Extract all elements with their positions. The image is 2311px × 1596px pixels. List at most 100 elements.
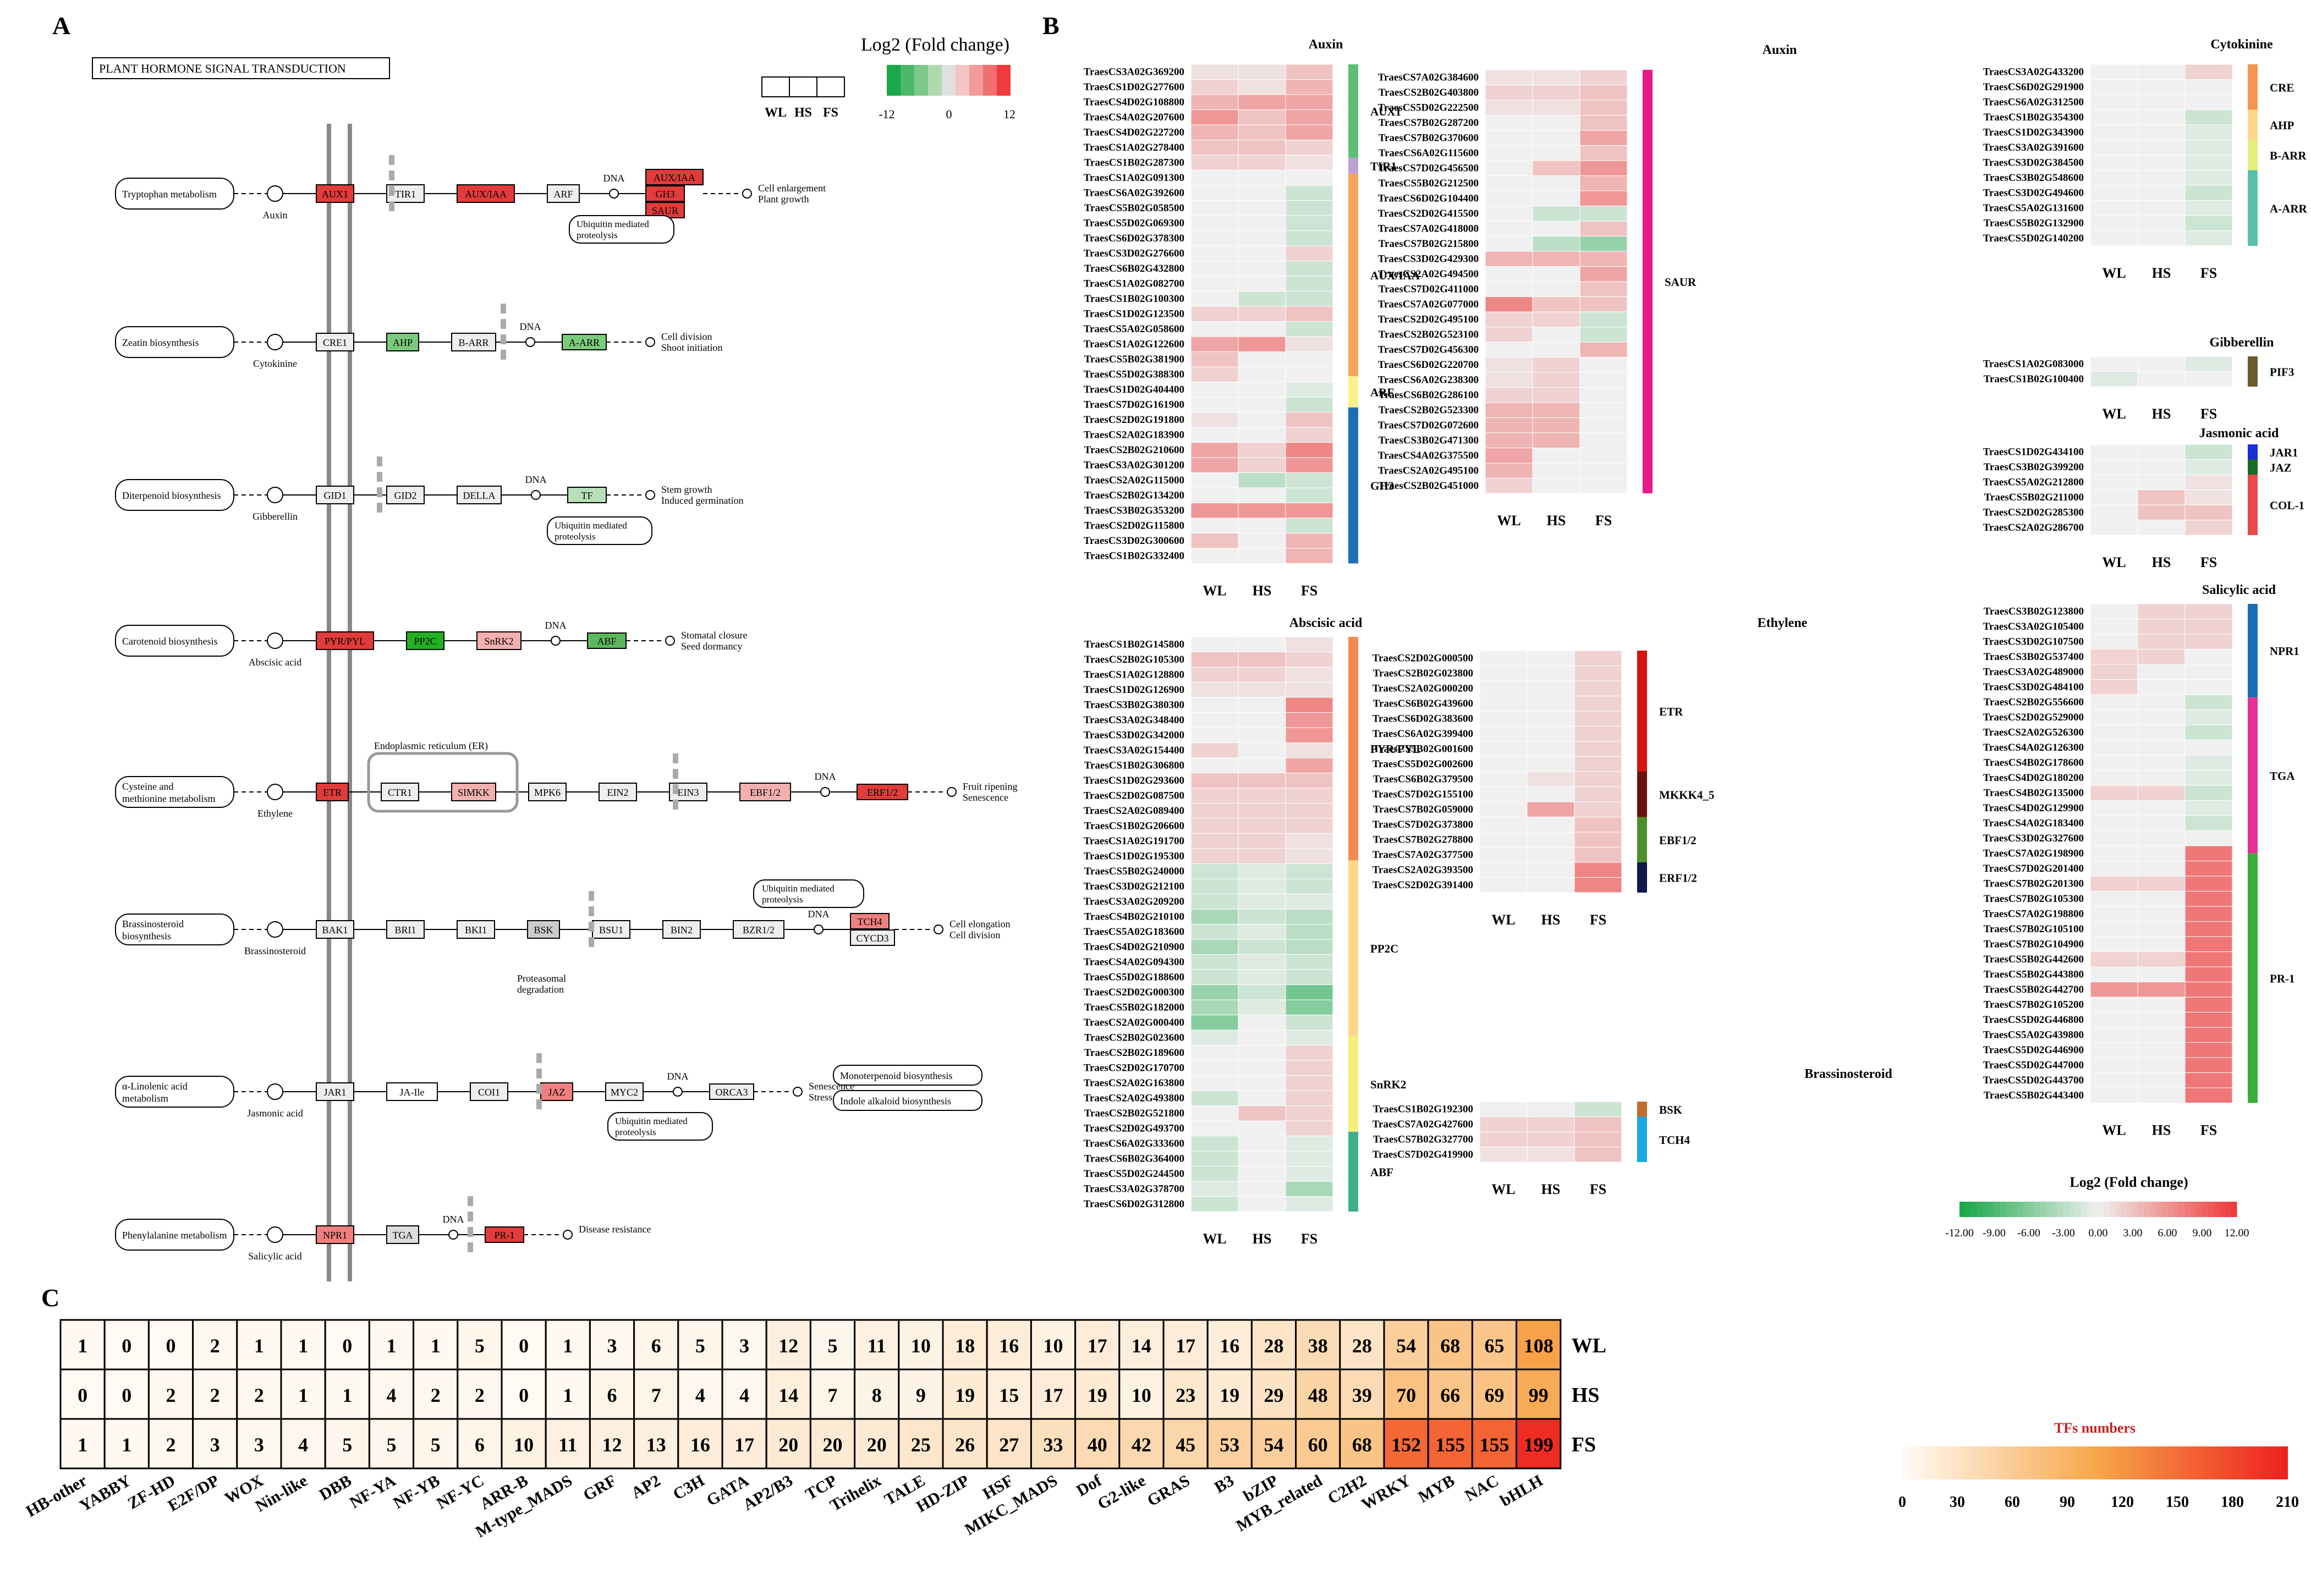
- gene-id: TraesCS2D02G115800: [1084, 520, 1184, 531]
- heatmap-cell: [1238, 140, 1286, 156]
- heatmap-cell: [2137, 800, 2186, 816]
- heatmap-cell: [2090, 215, 2138, 231]
- tf-value: 1: [387, 1335, 397, 1357]
- column-label: FS: [1301, 1231, 1318, 1247]
- group-bar: [1637, 1102, 1647, 1117]
- heatmap-cell: [1579, 206, 1628, 222]
- heatmap-cell: [1285, 245, 1333, 261]
- heatmap-cell: [2090, 845, 2138, 861]
- gene-id: TraesCS1D02G123500: [1084, 308, 1184, 320]
- heatmap-cell: [2137, 619, 2186, 635]
- tf-legend-swatch: [2271, 1446, 2277, 1479]
- tf-value: 14: [778, 1384, 798, 1406]
- gene-id: TraesCS2A02G494500: [1378, 268, 1479, 280]
- heatmap-cell: [1190, 261, 1239, 277]
- target-label: GH3: [656, 189, 675, 200]
- tf-legend-swatch: [2078, 1446, 2084, 1479]
- heatmap-cell: [1238, 200, 1286, 216]
- tf-legend-swatch: [1996, 1446, 2002, 1479]
- gene-id: TraesCS1A02G278400: [1084, 142, 1184, 153]
- heatmap-cell: [2184, 230, 2233, 246]
- heatmap-cell: [1285, 894, 1333, 910]
- tf-value: 1: [342, 1384, 352, 1406]
- heatmap-cell: [1190, 1181, 1239, 1197]
- heatmap-cell: [1574, 756, 1622, 772]
- tf-value: 3: [739, 1335, 749, 1357]
- tf-value: 4: [739, 1384, 749, 1406]
- tf-value: 2: [475, 1384, 485, 1406]
- gene-id: TraesCS6B02G364000: [1084, 1153, 1184, 1164]
- heatmap-cell: [1527, 650, 1575, 666]
- outcome-label: Seed dormancy: [681, 641, 742, 652]
- legend-swatch: [2104, 1202, 2110, 1217]
- heatmap-cell: [1238, 382, 1286, 398]
- tf-legend-swatch: [2172, 1446, 2178, 1479]
- heatmap-cell: [2184, 815, 2233, 831]
- tf-legend-tick: 150: [2166, 1494, 2189, 1511]
- heatmap-cell: [1285, 503, 1333, 519]
- legend-swatch: [1977, 1202, 1983, 1217]
- gene-id: TraesCS5B02G182000: [1084, 1001, 1184, 1013]
- tf-cell: [1118, 1418, 1165, 1470]
- gene-id: TraesCS7B02G105100: [1984, 923, 2084, 935]
- heatmap-cell: [1190, 487, 1239, 503]
- heatmap-cell: [1238, 503, 1286, 519]
- heatmap-cell: [1285, 788, 1333, 803]
- tf-value: 2: [210, 1384, 220, 1406]
- heatmap-cell: [1574, 665, 1622, 681]
- legend-swatch: [2133, 1202, 2139, 1217]
- heatmap-cell: [1190, 803, 1239, 819]
- gene-id: TraesCS7B02G327700: [1373, 1133, 1473, 1145]
- heatmap-cell: [2137, 200, 2186, 216]
- heatmap-cell: [2184, 215, 2233, 231]
- group-bar: [1637, 862, 1647, 893]
- heatmap-cell: [2090, 664, 2138, 680]
- heatmap-cell: [1238, 667, 1286, 683]
- outcome-label: Stem growth: [661, 484, 712, 495]
- heatmap-block: BrassinosteroidTraesCS1B02G192300TraesCS…: [1373, 1067, 1893, 1197]
- legend-swatch: [2231, 1202, 2237, 1217]
- gene-label: JA-Ile: [400, 1087, 425, 1098]
- heatmap-cell: [1579, 85, 1628, 101]
- legend-swatch: [2184, 1202, 2191, 1217]
- dna-label: DNA: [667, 1071, 689, 1082]
- legend-swatch: [2017, 1202, 2023, 1217]
- tf-legend-swatch: [2100, 1446, 2106, 1479]
- tf-value: 0: [122, 1384, 131, 1406]
- group-label: GH3: [1370, 480, 1394, 493]
- heatmap-cell: [2184, 79, 2233, 95]
- heatmap-cell: [1285, 548, 1333, 564]
- tf-value: 199: [1524, 1434, 1554, 1456]
- heatmap-cell: [1238, 321, 1286, 337]
- tf-cell: [1118, 1368, 1165, 1420]
- tf-value: 1: [254, 1335, 264, 1357]
- gene-id: TraesCS6A02G399400: [1373, 728, 1473, 740]
- tf-cell: [854, 1368, 900, 1420]
- tf-cell: [986, 1319, 1032, 1371]
- gene-id: TraesCS2A02G089400: [1084, 805, 1184, 817]
- gene-label: EIN3: [678, 787, 699, 798]
- gene-box: [386, 1082, 438, 1101]
- outcome-label: Induced germination: [661, 495, 743, 506]
- heatmap-cell: [1285, 321, 1333, 337]
- heatmap-cell: [1579, 387, 1628, 403]
- heatmap-cell: [1579, 432, 1628, 448]
- tf-value: 2: [166, 1384, 176, 1406]
- gene-id: TraesCS1B02G100300: [1084, 293, 1184, 305]
- group-label: SnRK2: [1370, 1078, 1406, 1091]
- gene-label: JAR1: [323, 1087, 346, 1098]
- legend-tick: -6.00: [2017, 1227, 2040, 1239]
- gene-id: TraesCS5D02G188600: [1084, 971, 1184, 983]
- block-title: Auxin: [1309, 37, 1343, 52]
- heatmap-cell: [1285, 667, 1333, 683]
- group-label: MKKK4_5: [1659, 788, 1714, 801]
- column-label: HS: [1253, 1231, 1272, 1247]
- gene-id: TraesCS6B02G379500: [1373, 773, 1473, 785]
- heatmap-cell: [1190, 909, 1239, 924]
- target-box: [857, 784, 908, 800]
- gene-id: TraesCS3D02G212100: [1084, 880, 1184, 892]
- heatmap-cell: [1485, 115, 1533, 131]
- heatmap-cell: [2137, 891, 2186, 907]
- tf-cell: [1030, 1368, 1077, 1420]
